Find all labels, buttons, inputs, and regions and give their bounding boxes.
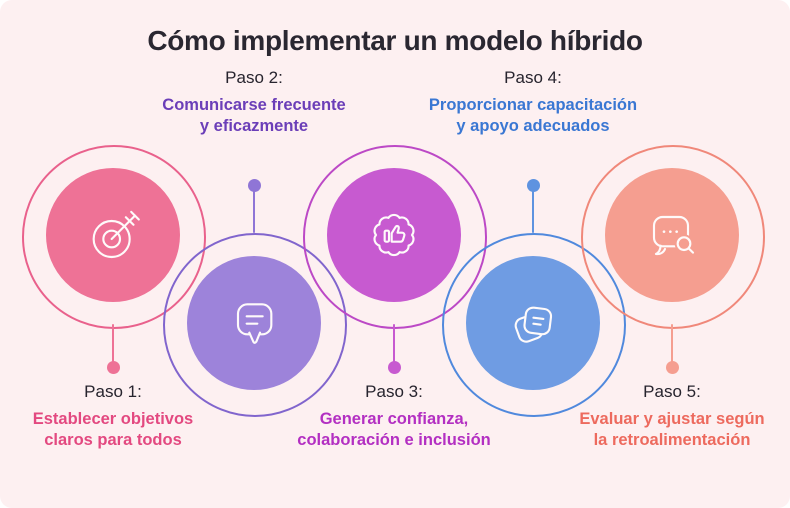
connector-dot [106,361,120,374]
step-circle [327,168,461,302]
connector-dot [387,361,401,374]
step-text-block: Paso 5: Evaluar y ajustar según la retro… [537,382,790,451]
step-desc-line2: la retroalimentación [593,431,751,449]
chat-search-icon [652,215,695,256]
connector-line [670,324,674,362]
connector-line [531,191,535,233]
step-label: Paso 2: [225,68,283,87]
step-label: Paso 5: [643,382,701,401]
step-desc-line2: y apoyo adecuados [456,117,610,135]
page-title: Cómo implementar un modelo híbrido [147,25,643,56]
badge-thumbs-up-icon [373,213,415,257]
connector-line [392,324,396,362]
step-desc-line1: Evaluar y ajustar según [579,410,765,428]
connector-line [252,191,256,233]
step-text-block: Paso 1: Establecer objetivos claros para… [0,382,248,451]
step-desc-line1: Generar confianza, [319,410,469,428]
step-outer-ring [303,145,487,329]
step-desc-line2: claros para todos [44,431,182,449]
connector-dot [526,179,540,192]
step-outer-ring [163,233,347,417]
overlapping-cards-icon [514,306,553,343]
step-desc-line1: Comunicarse frecuente [162,96,346,114]
connector-line [111,324,115,362]
step-circle [605,168,739,302]
step-circle [46,168,180,302]
step-circle [466,256,600,390]
step-text-block: Paso 3: Generar confianza, colaboración … [259,382,529,451]
step-description: Comunicarse frecuente y eficazmente [119,95,389,137]
step-desc-line1: Proporcionar capacitación [428,96,638,114]
connector-dot [665,361,679,374]
step-desc-line2: colaboración e inclusión [297,431,491,449]
step-outer-ring [581,145,765,329]
step-outer-ring [442,233,626,417]
step-circle [187,256,321,390]
step-description: Evaluar y ajustar según la retroalimenta… [537,409,790,451]
connector-dot [247,179,261,192]
target-arrow-icon [92,210,140,259]
step-outer-ring [22,145,206,329]
step-desc-line1: Establecer objetivos [32,410,194,428]
chat-bubble-icon [236,303,273,344]
step-description: Proporcionar capacitación y apoyo adecua… [398,95,668,137]
step-text-block: Paso 4: Proporcionar capacitación y apoy… [398,68,668,137]
step-description: Establecer objetivos claros para todos [0,409,248,451]
step-desc-line2: y eficazmente [199,117,309,135]
step-text-block: Paso 2: Comunicarse frecuente y eficazme… [119,68,389,137]
step-label: Paso 4: [504,68,562,87]
step-label: Paso 1: [84,382,142,401]
step-label: Paso 3: [365,382,423,401]
step-description: Generar confianza, colaboración e inclus… [259,409,529,451]
